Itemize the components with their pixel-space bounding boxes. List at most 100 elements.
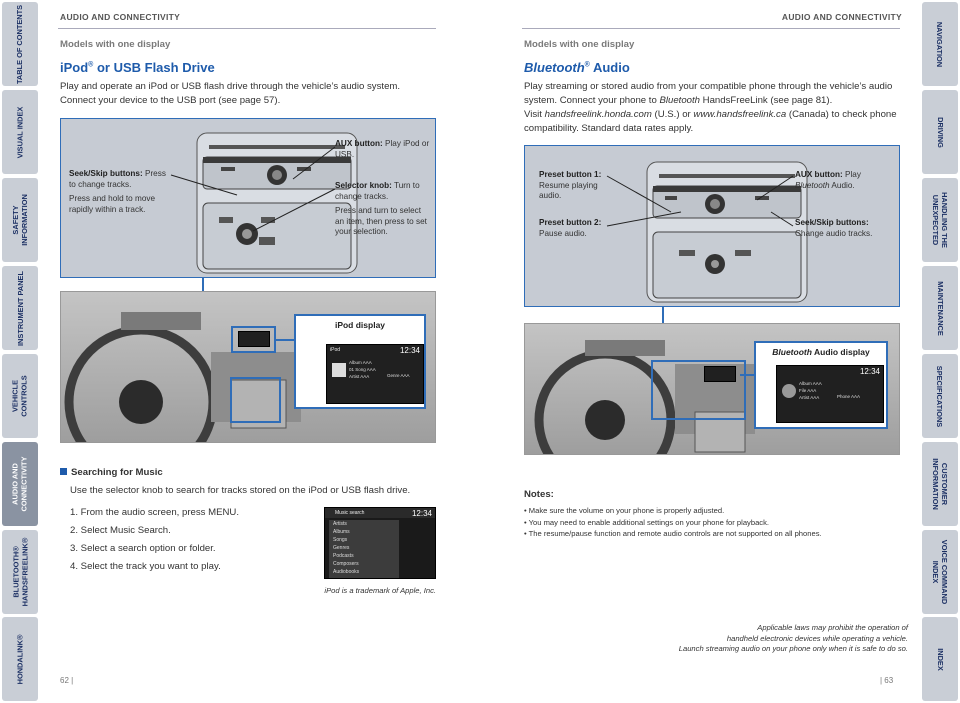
callout-text: Turn to change tracks. bbox=[335, 181, 420, 201]
callout-label: Preset button 2: bbox=[539, 218, 602, 227]
bluetooth-screen: 12:34 Album AAA File AAA Artist AAA Phon… bbox=[776, 365, 884, 423]
intro-text-span: HandsFreeLink (see page 81). bbox=[700, 95, 833, 106]
callout-label: AUX button: bbox=[795, 170, 843, 179]
audio-panel-illustration: Seek/Skip buttons: Press to change track… bbox=[60, 118, 436, 278]
dashboard-photo bbox=[60, 291, 436, 443]
menu-item[interactable]: Audiobooks bbox=[333, 569, 360, 575]
tab-specifications[interactable]: SPECIFICATIONS bbox=[922, 354, 958, 438]
ipod-display-title: iPod display bbox=[334, 320, 386, 330]
unit-highlight bbox=[651, 360, 746, 420]
section-subtitle: Models with one display bbox=[524, 39, 635, 50]
album-line: Album AAA bbox=[799, 381, 822, 386]
tab-label: INSTRUMENT PANEL bbox=[15, 270, 25, 346]
display-screen-thumb bbox=[704, 366, 736, 382]
note-item: • The resume/pause function and remote a… bbox=[524, 529, 822, 538]
music-search-title: Music search bbox=[335, 510, 365, 516]
page-title: Bluetooth® Audio bbox=[524, 60, 630, 75]
dashboard-drawing bbox=[64, 312, 301, 442]
menu-item[interactable]: Genres bbox=[333, 545, 350, 551]
menu-item[interactable]: Songs bbox=[333, 537, 348, 543]
note-text: Make sure the volume on your phone is pr… bbox=[528, 506, 725, 515]
tab-label: VOICE COMMAND INDEX bbox=[931, 539, 949, 605]
title-text: iPod bbox=[60, 60, 89, 75]
tab-index[interactable]: INDEX bbox=[922, 617, 958, 701]
trademark-note: iPod is a trademark of Apple, Inc. bbox=[324, 586, 436, 595]
step-item: 1. From the audio screen, press MENU. bbox=[70, 507, 240, 518]
note-item: • Make sure the volume on your phone is … bbox=[524, 506, 725, 515]
music-search-titlebar bbox=[325, 508, 435, 518]
disclaimer: Applicable laws may prohibit the operati… bbox=[600, 623, 908, 655]
tab-customer-information[interactable]: CUSTOMER INFORMATION bbox=[922, 442, 958, 526]
artist-line: Artist AAA bbox=[349, 374, 370, 379]
tab-label: TABLE OF CONTENTS bbox=[15, 4, 25, 84]
tab-label: DRIVING bbox=[935, 116, 945, 148]
callout-text: Press and turn to select an item, then p… bbox=[335, 206, 427, 236]
callout-text: Pause audio. bbox=[539, 228, 587, 238]
tab-safety-information[interactable]: SAFETY INFORMATION bbox=[2, 178, 38, 262]
tab-navigation[interactable]: NAVIGATION bbox=[922, 2, 958, 86]
tab-hondalink[interactable]: HONDALINK® bbox=[2, 617, 38, 701]
connector-line bbox=[276, 339, 296, 341]
callout-text: Change audio tracks. bbox=[795, 228, 873, 238]
tab-maintenance[interactable]: MAINTENANCE bbox=[922, 266, 958, 350]
menu-item[interactable]: Albums bbox=[333, 529, 350, 535]
intro-link[interactable]: www.handsfreelink.ca bbox=[693, 109, 787, 120]
notes-heading: Notes: bbox=[524, 489, 554, 500]
heading-text: Searching for Music bbox=[71, 467, 163, 478]
disclaimer-line: handheld electronic devices while operat… bbox=[726, 633, 908, 643]
menu-item[interactable]: Composers bbox=[333, 561, 359, 567]
intro-text-span: Visit bbox=[524, 109, 545, 120]
ipod-display-box: iPod display iPod 12:34 Album AAA 01 Son… bbox=[294, 314, 426, 409]
callout-label: Preset button 1: bbox=[539, 170, 602, 179]
tab-label: CUSTOMER INFORMATION bbox=[931, 458, 949, 510]
tab-table-of-contents[interactable]: TABLE OF CONTENTS bbox=[2, 2, 38, 86]
music-search-screen: Music search 12:34 Artists Albums Songs … bbox=[324, 507, 436, 579]
step-item: 4. Select the track you want to play. bbox=[70, 561, 221, 572]
intro-text: Play streaming or stored audio from your… bbox=[524, 80, 900, 136]
song-line: 01 Song AAA bbox=[349, 367, 376, 372]
selector-knob-callout: Selector knob: Turn to change tracks. Pr… bbox=[335, 181, 431, 238]
tab-label: VEHICLE CONTROLS bbox=[11, 375, 29, 417]
callout-text: Play iPod or USB. bbox=[335, 139, 430, 159]
tab-driving[interactable]: DRIVING bbox=[922, 90, 958, 174]
head-unit-drawing bbox=[646, 161, 808, 303]
notes-list: • Make sure the volume on your phone is … bbox=[524, 505, 900, 540]
left-tab-column: TABLE OF CONTENTS VISUAL INDEX SAFETY IN… bbox=[0, 0, 40, 703]
connector-line bbox=[740, 374, 756, 376]
tab-vehicle-controls[interactable]: VEHICLE CONTROLS bbox=[2, 354, 38, 438]
tab-label: MAINTENANCE bbox=[935, 280, 945, 336]
file-line: File AAA bbox=[799, 388, 817, 393]
intro-link[interactable]: handsfreelink.honda.com bbox=[544, 109, 652, 120]
intro-text-span: (Canada) to check phone compatibility. S… bbox=[524, 109, 897, 134]
title-text: or USB Flash Drive bbox=[93, 60, 215, 75]
tab-label: SPECIFICATIONS bbox=[935, 365, 945, 427]
page-title: iPod® or USB Flash Drive bbox=[60, 60, 215, 75]
music-search-menu: Artists Albums Songs Genres Podcasts Com… bbox=[329, 520, 399, 578]
tab-bluetooth-handsfreelink[interactable]: BLUETOOTH® HANDSFREELINK® bbox=[2, 530, 38, 614]
tab-handling-the-unexpected[interactable]: HANDLING THE UNEXPECTED bbox=[922, 178, 958, 262]
tab-visual-index[interactable]: VISUAL INDEX bbox=[2, 90, 38, 174]
page-header: AUDIO AND CONNECTIVITY bbox=[60, 12, 181, 22]
callout-leader-lines bbox=[606, 175, 794, 227]
tab-label: AUDIO AND CONNECTIVITY bbox=[11, 456, 29, 512]
section-subtitle: Models with one display bbox=[60, 39, 171, 50]
tab-voice-command-index[interactable]: VOICE COMMAND INDEX bbox=[922, 530, 958, 614]
album-art bbox=[332, 363, 346, 377]
callout-leader-lines bbox=[170, 146, 336, 232]
callout-label: Seek/Skip buttons: bbox=[795, 218, 869, 227]
audio-panel-illustration: Preset button 1: Resume playing audio. P… bbox=[524, 145, 900, 307]
source-label: iPod bbox=[330, 347, 341, 353]
callout-text: Press and hold to move rapidly within a … bbox=[69, 194, 156, 214]
menu-item[interactable]: Podcasts bbox=[333, 553, 354, 559]
right-tab-column: NAVIGATION DRIVING HANDLING THE UNEXPECT… bbox=[920, 0, 960, 703]
disclaimer-line: Applicable laws may prohibit the operati… bbox=[757, 623, 908, 632]
preset-button-1-callout: Preset button 1: Resume playing audio. bbox=[539, 170, 611, 202]
menu-item[interactable]: Artists bbox=[333, 521, 347, 527]
tab-label: NAVIGATION bbox=[935, 21, 945, 67]
tab-audio-and-connectivity[interactable]: AUDIO AND CONNECTIVITY bbox=[2, 442, 38, 526]
callout-label: Selector knob: bbox=[335, 181, 392, 190]
heading-bullet bbox=[60, 468, 67, 475]
artist-line: Artist AAA bbox=[799, 395, 820, 400]
track-info: Album AAA File AAA Artist AAA bbox=[799, 380, 822, 401]
tab-instrument-panel[interactable]: INSTRUMENT PANEL bbox=[2, 266, 38, 350]
